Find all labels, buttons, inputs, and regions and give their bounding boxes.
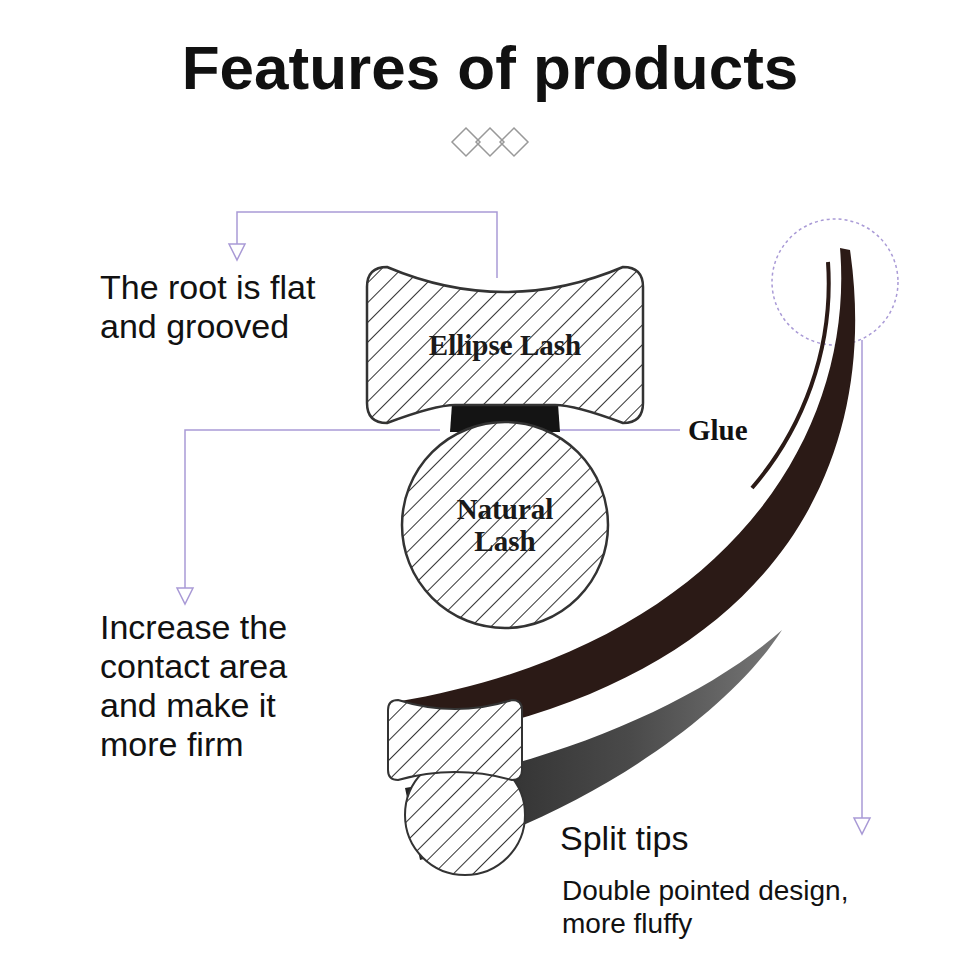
node-label: Natural Lash	[425, 493, 585, 557]
feature-heading: Split tips	[560, 818, 760, 858]
title: Features of products	[0, 28, 980, 108]
callout-text: Increase the contact area and make it mo…	[100, 608, 340, 764]
split-tip	[752, 262, 829, 488]
node-label: Ellipse Lash	[429, 329, 581, 361]
ellipse-section	[388, 700, 522, 780]
node-texts: Natural Lash	[425, 493, 585, 557]
ellipse-lash-section: Ellipse Lash	[365, 265, 645, 425]
callout-text: The root is flat and grooved	[100, 268, 360, 346]
natural-lash-section: Natural Lash	[400, 420, 610, 630]
decor-diamonds	[452, 128, 528, 156]
bone-shape	[367, 267, 643, 423]
glue-label: Glue	[688, 413, 798, 447]
circle-shape	[402, 422, 608, 628]
feature-text: Double pointed design, more fluffy	[562, 874, 902, 940]
node-texts: Ellipse Lash	[429, 329, 581, 361]
